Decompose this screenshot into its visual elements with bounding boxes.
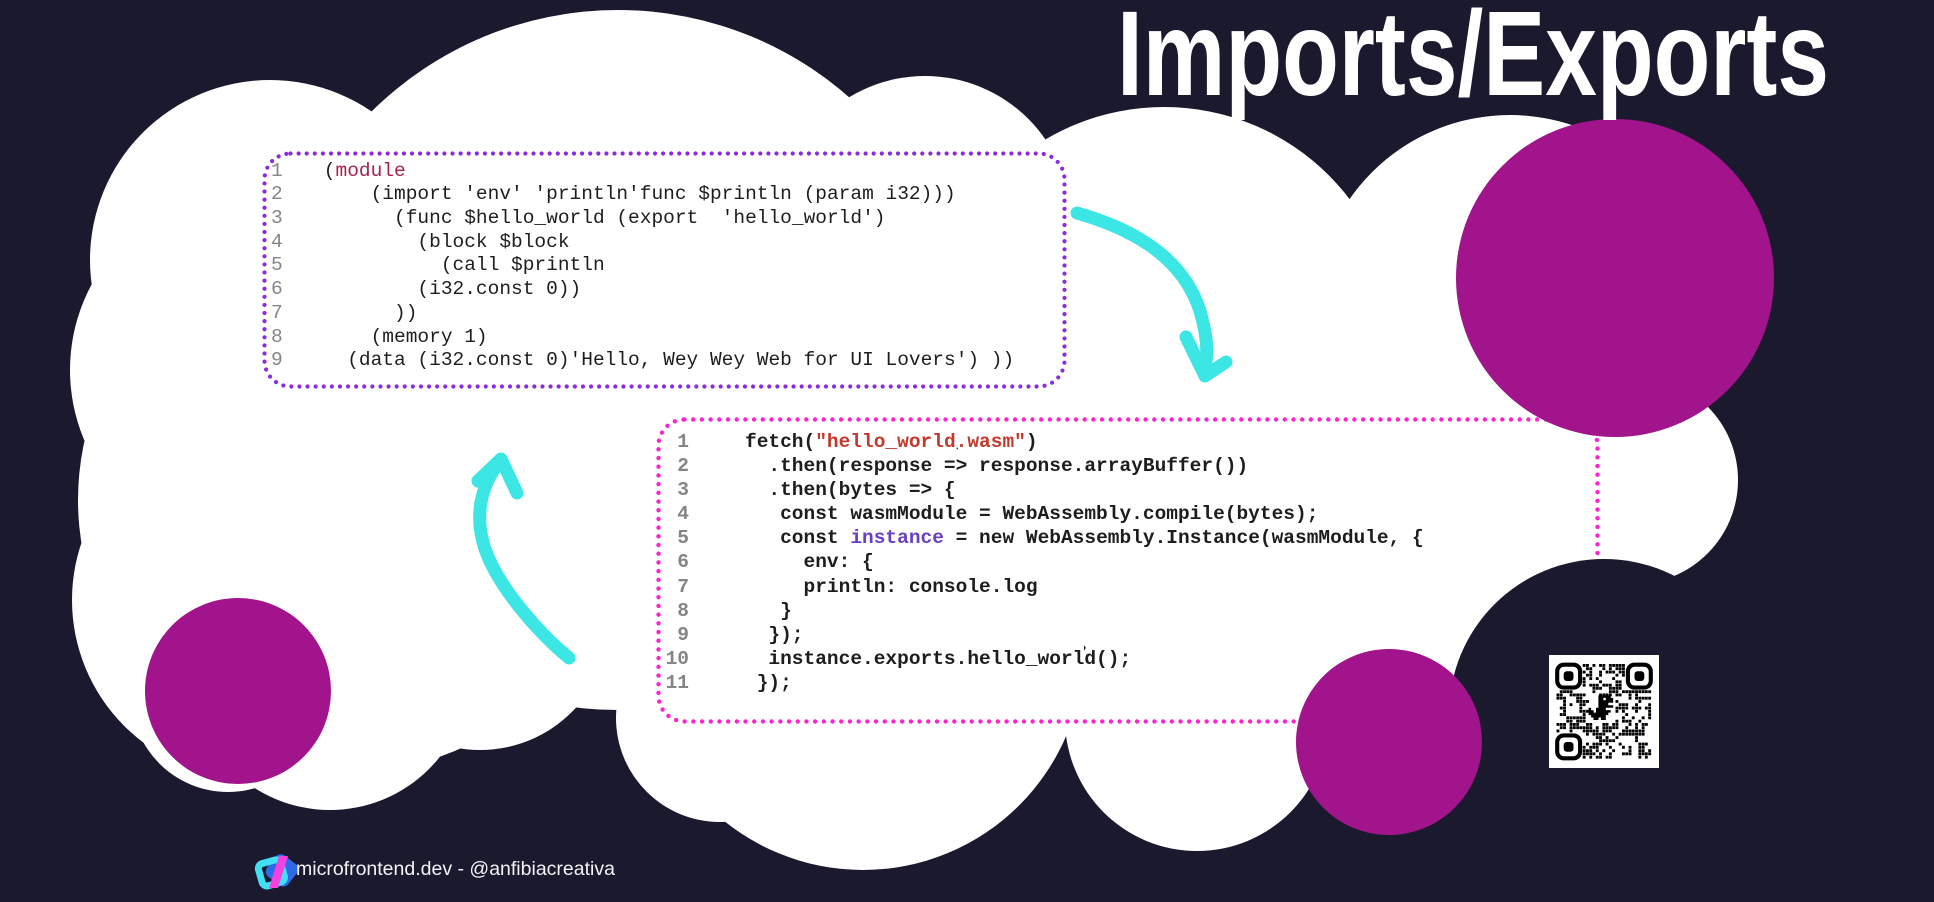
svg-text:Imports/Exports: Imports/Exports <box>1117 0 1829 121</box>
